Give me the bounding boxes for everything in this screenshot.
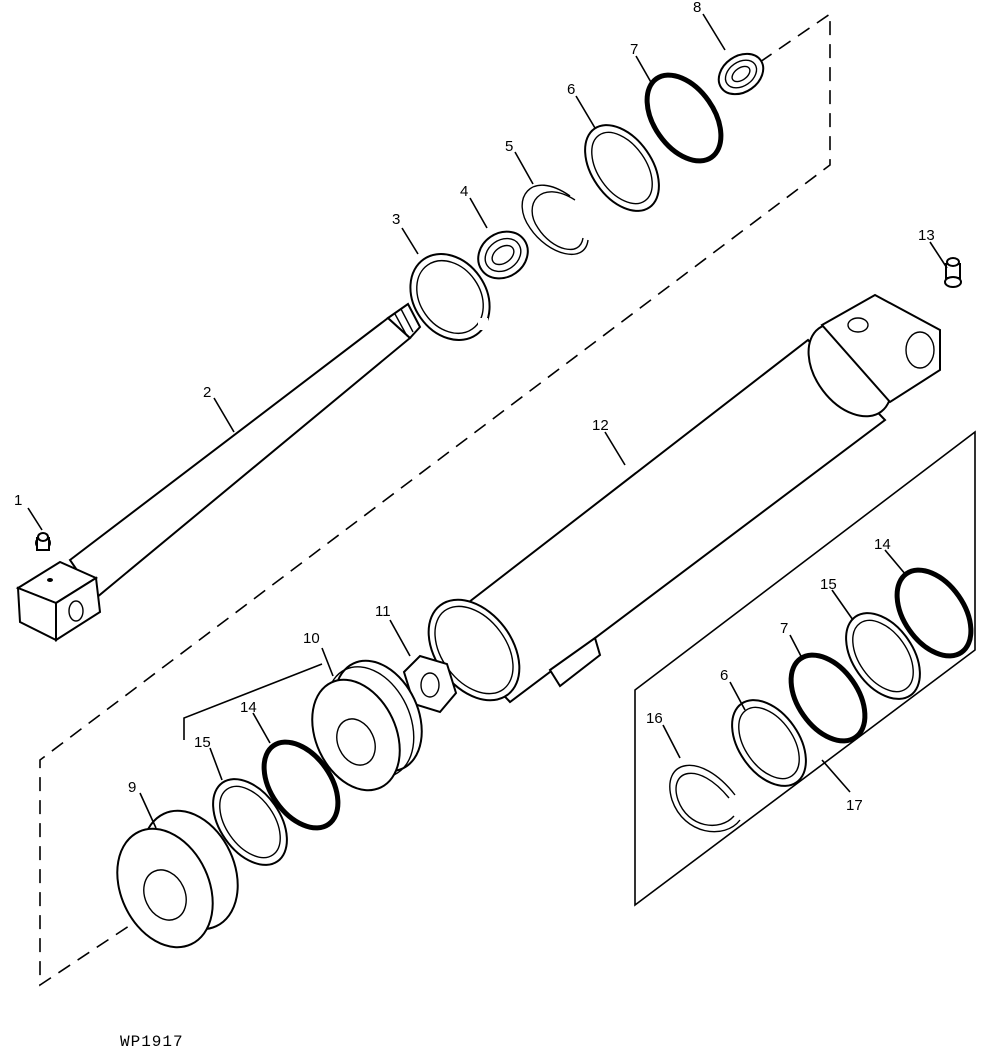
- label-4: 4: [460, 183, 468, 200]
- part-8-seal: [717, 52, 765, 96]
- label-16: 16: [646, 710, 663, 727]
- label-15-kit: 15: [820, 576, 837, 593]
- part-16-snap-ring-kit: [669, 764, 741, 833]
- part-4-wiper-seal: [477, 230, 529, 280]
- part-1-grease-fitting: [35, 532, 51, 551]
- part-15-backup-ring-left: [212, 778, 288, 866]
- label-14: 14: [240, 699, 257, 716]
- part-10-piston: [311, 659, 423, 792]
- part-7-o-ring: [644, 72, 724, 164]
- label-12: 12: [592, 417, 609, 434]
- part-7-o-ring-kit: [788, 652, 868, 744]
- part-13-grease-fitting: [944, 257, 962, 288]
- kit-17-outline: [634, 430, 976, 907]
- figure-code: WP1917: [120, 1033, 184, 1050]
- label-3: 3: [392, 211, 400, 228]
- label-6-kit: 6: [720, 667, 728, 684]
- seal-kit-dashed-outline: [39, 12, 831, 987]
- part-3-snap-ring: [409, 253, 491, 341]
- label-7: 7: [630, 41, 638, 58]
- part-14-o-ring-left: [261, 739, 341, 831]
- part-15-backup-ring-kit: [845, 612, 921, 700]
- label-15: 15: [194, 734, 211, 751]
- label-17: 17: [846, 797, 863, 814]
- label-5: 5: [505, 138, 513, 155]
- part-6-backup-ring-kit: [731, 699, 807, 787]
- label-1: 1: [14, 492, 22, 509]
- label-6: 6: [567, 81, 575, 98]
- label-14-kit: 14: [874, 536, 891, 553]
- label-13: 13: [918, 227, 935, 244]
- leader-lines: [27, 13, 948, 829]
- label-8: 8: [693, 0, 701, 16]
- label-11: 11: [375, 603, 391, 620]
- part-labels: 1 2 3 4 5 6 7 8 9 10 11 12 13 14 15 14 1…: [14, 0, 935, 814]
- label-7-kit: 7: [780, 620, 788, 637]
- label-2: 2: [203, 384, 211, 401]
- part-2-piston-rod: [15, 302, 422, 642]
- label-10: 10: [303, 630, 320, 647]
- part-9-gland: [116, 809, 239, 949]
- label-9: 9: [128, 779, 136, 796]
- part-6-backup-ring: [584, 124, 660, 212]
- part-5-open-ring: [521, 184, 589, 256]
- part-14-o-ring-kit: [894, 567, 974, 659]
